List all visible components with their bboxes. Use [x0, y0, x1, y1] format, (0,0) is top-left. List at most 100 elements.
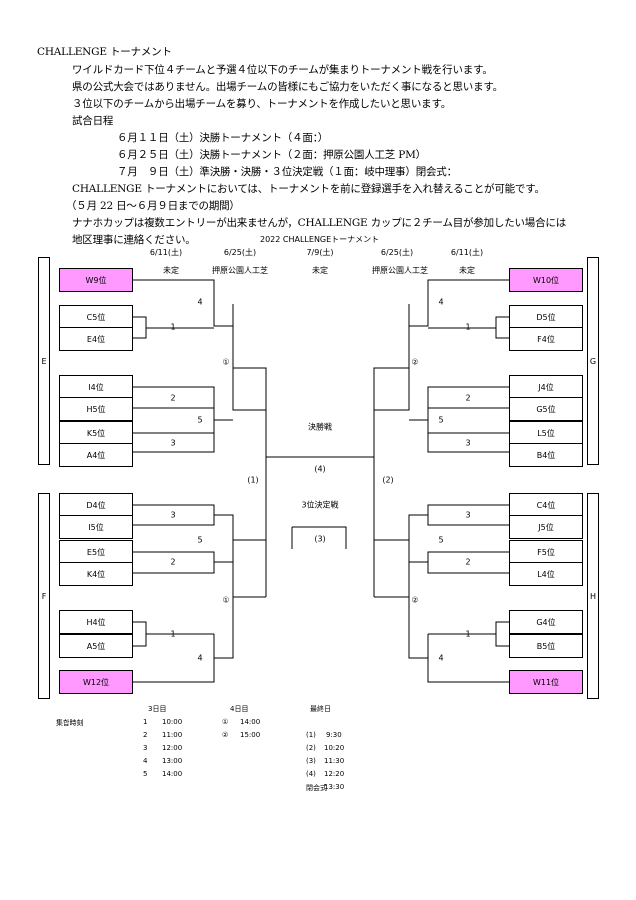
group-f-bar: F	[38, 493, 50, 699]
schedule-time: 13:00	[162, 757, 183, 765]
date-header: 6/25(土)	[223, 248, 257, 257]
team-box: F5位	[509, 540, 583, 564]
notice-title: CHALLENGE トーナメント	[37, 46, 172, 58]
team-box: F4位	[509, 327, 583, 351]
match-number: 4	[197, 297, 203, 307]
bracket-title: 2022 CHALLENGEトーナメント	[260, 235, 380, 244]
notice-line: 県の公式大会ではありません。出場チームの皆様にもご協力をいただく事になると思いま…	[72, 81, 503, 93]
venue-header: 未定	[163, 266, 179, 275]
schedule-time: 14:00	[162, 770, 183, 778]
match-number: (2)	[382, 475, 394, 485]
notice-line: ３位以下のチームから出場チームを募り、トーナメントを作成したいと思います。	[72, 98, 451, 110]
team-box: D5位	[509, 305, 583, 329]
third-place-label: 3位決定戦	[301, 500, 339, 510]
schedule-time: 12:20	[324, 770, 345, 778]
team-box: W11位	[509, 670, 583, 694]
schedule-time: 10:00	[162, 718, 183, 726]
match-number: 5	[438, 535, 444, 545]
team-box: C4位	[509, 493, 583, 517]
notice-line: CHALLENGE トーナメントにおいては、トーナメントを前に登録選手を入れ替え…	[72, 183, 545, 195]
schedule-no: ①	[222, 718, 229, 726]
group-e-bar: E	[38, 257, 50, 465]
notice-line: ６月１１日（土）決勝トーナメント（４面：）	[117, 132, 329, 144]
schedule-no: 1	[143, 718, 148, 726]
schedule-time: 13:30	[324, 783, 345, 791]
match-number: 3	[170, 510, 176, 520]
schedule-time: 11:30	[324, 757, 345, 765]
match-number: 2	[170, 393, 176, 403]
date-header: 6/11(土)	[149, 248, 183, 257]
match-number: 3	[465, 438, 471, 448]
team-box: G5位	[509, 397, 583, 421]
group-label: F	[41, 591, 47, 601]
schedule-no: 3	[143, 744, 148, 752]
match-number: 1	[170, 322, 176, 332]
group-h-bar: H	[587, 493, 599, 699]
schedule-time: 14:00	[240, 718, 261, 726]
team-box: W9位	[59, 268, 133, 292]
match-number: ②	[411, 357, 419, 367]
date-header: 6/11(土)	[450, 248, 484, 257]
team-box: W12位	[59, 670, 133, 694]
notice-line: ナナホカップは複数エントリーが出来ませんが，CHALLENGE カップに２チーム…	[72, 217, 566, 229]
notice-line: ワイルドカード下位４チームと予選４位以下のチームが集まりトーナメント戦を行います…	[72, 64, 493, 76]
start-time-label: 集합時刻	[56, 719, 84, 727]
match-number: 5	[197, 535, 203, 545]
team-box: A4位	[59, 443, 133, 467]
schedule-no: ②	[222, 731, 229, 739]
team-box: L4位	[509, 562, 583, 586]
date-header: 6/25(土)	[380, 248, 414, 257]
team-box: J4位	[509, 375, 583, 399]
venue-header: 未定	[312, 266, 328, 275]
notice-line: ６月２５日（土）決勝トーナメント（２面：押原公園人工芝 PM）	[117, 149, 426, 161]
team-box: L5位	[509, 421, 583, 445]
venue-header: 未定	[459, 266, 475, 275]
match-number: 1	[465, 629, 471, 639]
group-g-bar: G	[587, 257, 599, 465]
team-box: D4位	[59, 493, 133, 517]
team-box: J5位	[509, 515, 583, 539]
match-number: 2	[465, 557, 471, 567]
match-number: ①	[222, 595, 230, 605]
schedule-no: 5	[143, 770, 148, 778]
match-number: ①	[222, 357, 230, 367]
day4-header: 4日目	[230, 705, 249, 713]
team-box: W10位	[509, 268, 583, 292]
final-day-header: 最終日	[310, 705, 331, 713]
match-number: 1	[465, 322, 471, 332]
venue-header: 押原公園人工芝	[212, 266, 268, 275]
schedule-no: 4	[143, 757, 148, 765]
team-box: K5位	[59, 421, 133, 445]
schedule-time: 15:00	[240, 731, 261, 739]
match-number: 4	[197, 653, 203, 663]
team-box: A5位	[59, 634, 133, 658]
schedule-time: 12:00	[162, 744, 183, 752]
match-number: ②	[411, 595, 419, 605]
match-number: 3	[170, 438, 176, 448]
match-number: 2	[170, 557, 176, 567]
third-place-number: (3)	[314, 534, 326, 544]
match-number: 1	[170, 629, 176, 639]
team-box: I4位	[59, 375, 133, 399]
schedule-no: (1)	[306, 731, 316, 739]
match-number: 3	[465, 510, 471, 520]
team-box: H5位	[59, 397, 133, 421]
final-label: 決勝戦	[308, 422, 332, 432]
team-box: B5位	[509, 634, 583, 658]
match-number: 5	[197, 415, 203, 425]
team-box: E4位	[59, 327, 133, 351]
final-number: (4)	[314, 464, 326, 474]
match-number: 4	[438, 297, 444, 307]
schedule-heading: 試合日程	[72, 115, 114, 127]
schedule-time: 9:30	[326, 731, 342, 739]
group-label: G	[589, 356, 597, 366]
schedule-time: 10:20	[324, 744, 345, 752]
schedule-time: 11:00	[162, 731, 183, 739]
day3-header: 3日目	[148, 705, 167, 713]
team-box: C5位	[59, 305, 133, 329]
team-box: E5位	[59, 540, 133, 564]
group-label: H	[589, 591, 596, 601]
notice-line: 地区理事に連絡ください。	[72, 234, 196, 246]
notice-line: （５月 22 日～６月９日までの期間）	[66, 200, 240, 212]
